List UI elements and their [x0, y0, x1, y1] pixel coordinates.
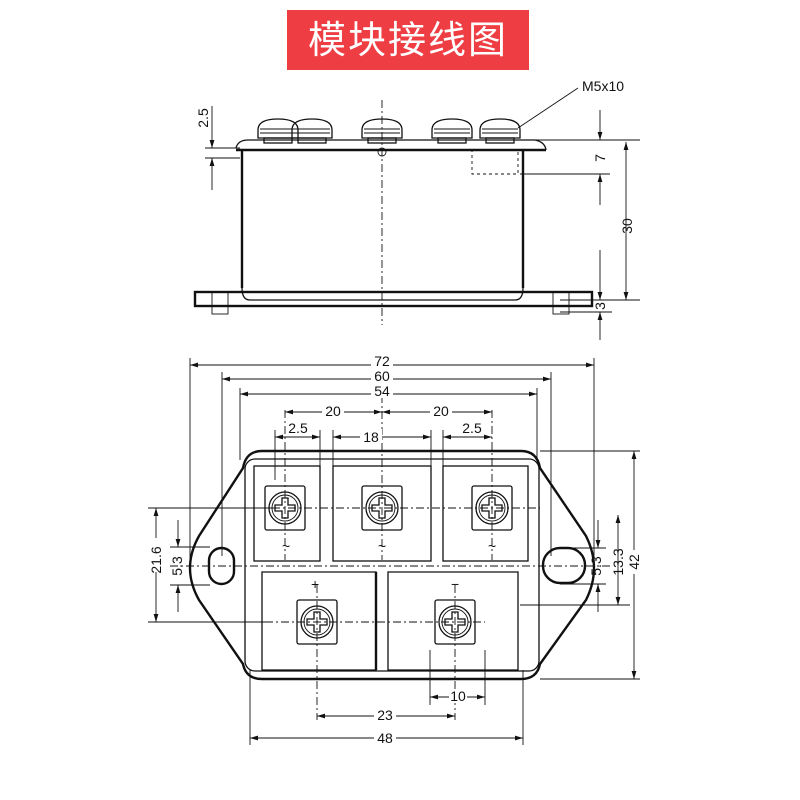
dim-dc-pitch: 23 — [377, 707, 393, 723]
dim-offset-right: 2.5 — [462, 420, 482, 436]
screw-leader-line — [517, 87, 579, 129]
mark-ac-1: ~ — [282, 538, 290, 554]
dim-side-terminal: 7 — [592, 154, 608, 162]
screw-label: M5x10 — [582, 78, 624, 94]
cell-minus — [387, 571, 519, 671]
side-view: M5x10 2.5 7 30 3 — [193, 78, 640, 340]
cell-ac-1 — [253, 465, 321, 562]
dim-pitch-right: 20 — [433, 403, 449, 419]
module-outline — [188, 449, 596, 681]
side-body-walls — [240, 150, 525, 288]
dim-body-length: 54 — [374, 383, 390, 399]
cell-ac-3 — [442, 465, 529, 562]
dim-offset-left: 2.5 — [288, 420, 308, 436]
dim-side-head: 2.5 — [195, 108, 211, 128]
mark-plus: + — [311, 576, 319, 592]
top-view: ~ ~ ~ + − 72 60 54 — [148, 353, 644, 746]
dim-hole-offset-right: 5.3 — [588, 556, 604, 576]
dim-base-width: 48 — [377, 730, 393, 746]
dim-dc-terminal-width: 10 — [450, 688, 466, 704]
dim-pitch-left: 20 — [325, 403, 341, 419]
dim-total-height: 21.6 — [148, 546, 164, 573]
side-flange — [193, 290, 594, 308]
dim-hole-pitch: 60 — [374, 368, 390, 384]
dim-center-width: 18 — [363, 429, 379, 445]
dim-width: 42 — [626, 554, 642, 570]
mount-hole-right — [541, 546, 587, 585]
dim-overall-length: 72 — [374, 353, 390, 369]
dim-side-height: 30 — [619, 218, 635, 234]
module-body — [244, 458, 540, 672]
side-hidden-terminal — [471, 149, 519, 175]
mark-minus: − — [451, 576, 459, 592]
dim-side-base: 3 — [592, 302, 608, 310]
title-banner: 模块接线图 — [287, 10, 529, 70]
side-top-cap — [235, 139, 547, 151]
dim-terminal-spacing-right: 13.3 — [610, 548, 626, 575]
dim-hole-offset-left: 5.3 — [169, 556, 185, 576]
